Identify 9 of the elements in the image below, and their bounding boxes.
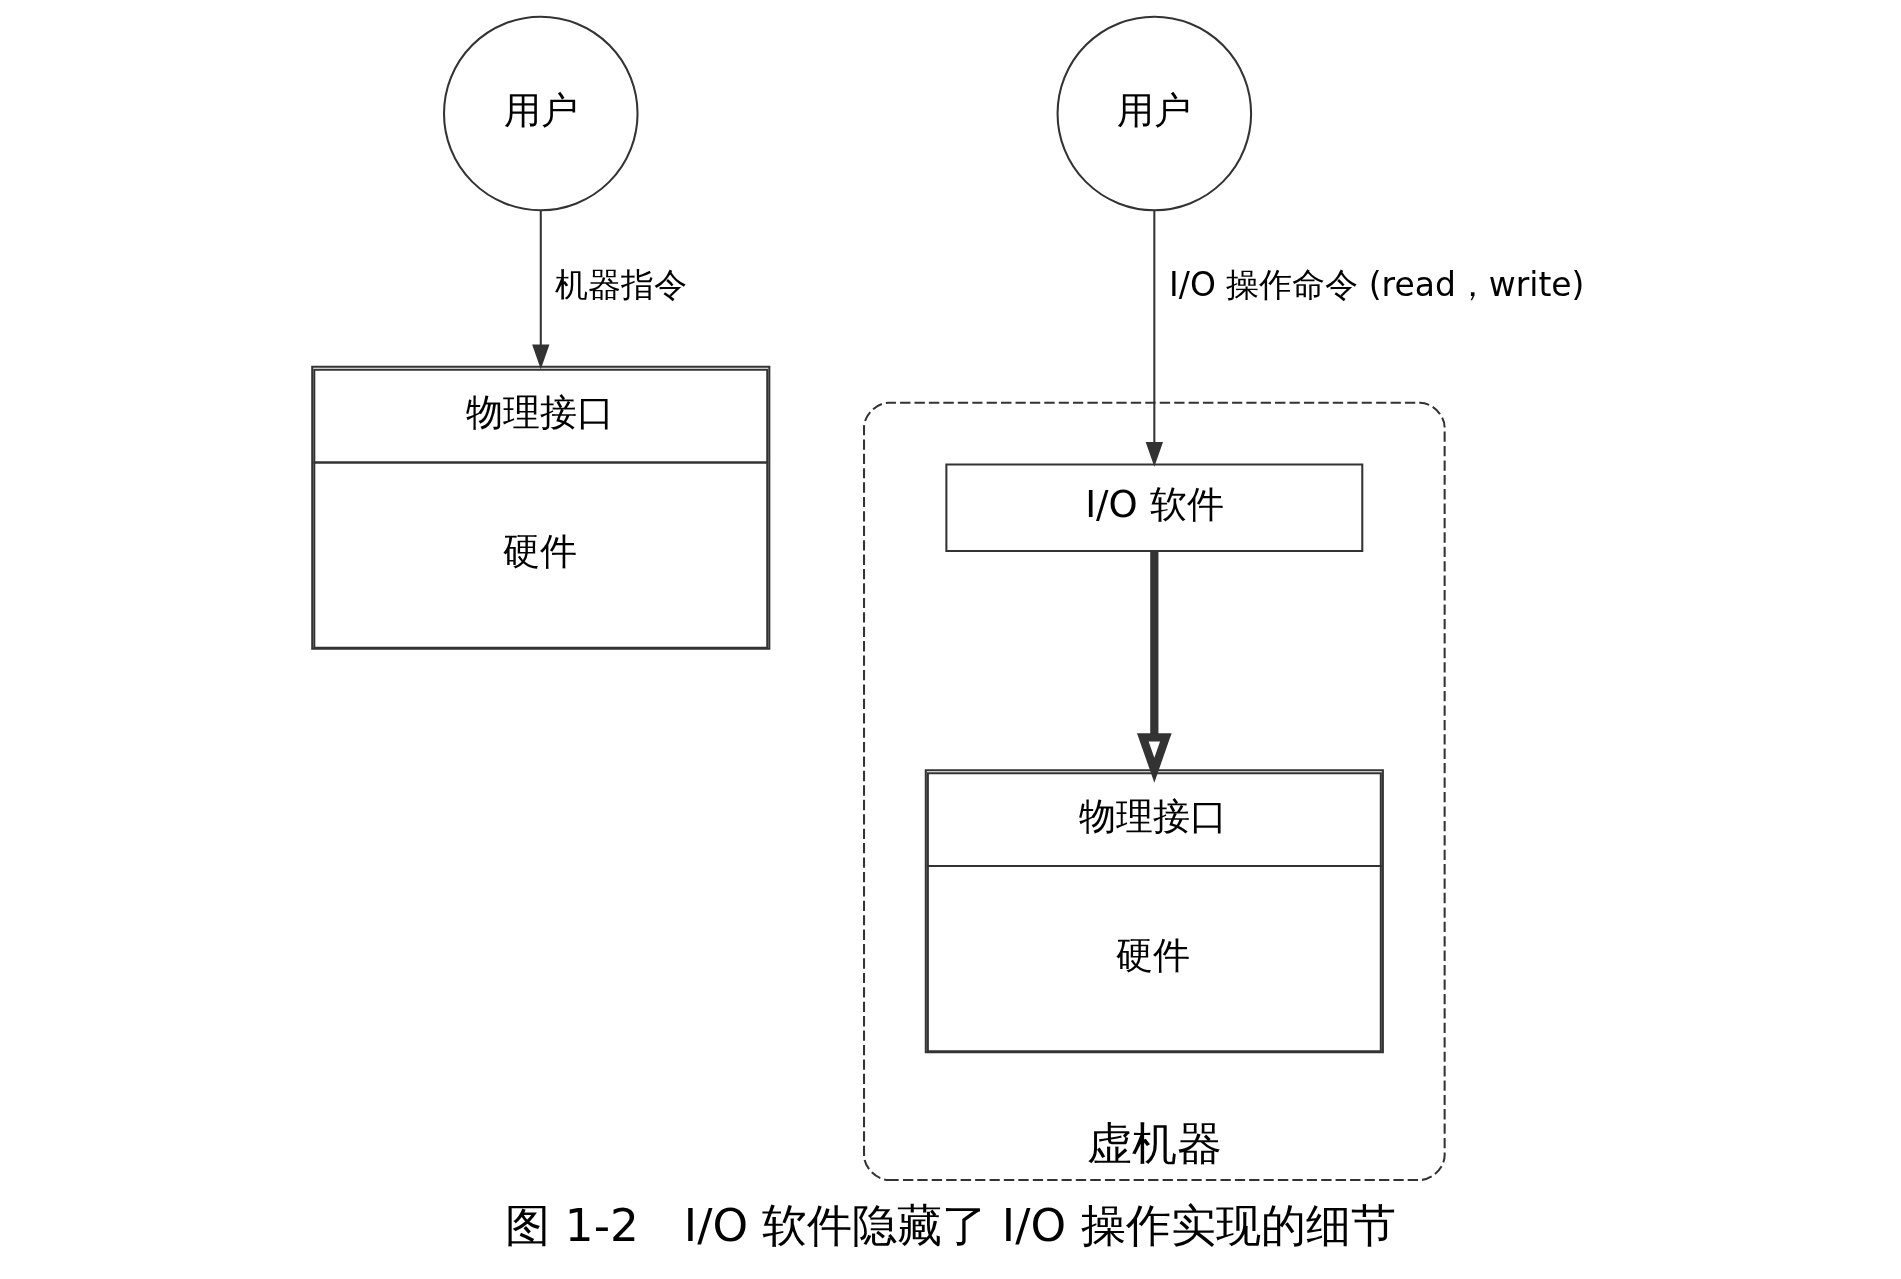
arrow (532, 210, 550, 370)
edge-label: 机器指令 (555, 265, 688, 305)
node-circle: 用户 (443, 15, 639, 212)
node-box: I/O 软件 (945, 463, 1364, 552)
edge-label: I/O 操作命令 (read，write) (1169, 265, 1585, 305)
arrow (1145, 210, 1163, 467)
node-circle: 用户 (1056, 15, 1253, 212)
arrow (1137, 551, 1172, 783)
caption: 图 1-2 I/O 软件隐藏了 I/O 操作实现的细节 (505, 1198, 1396, 1252)
